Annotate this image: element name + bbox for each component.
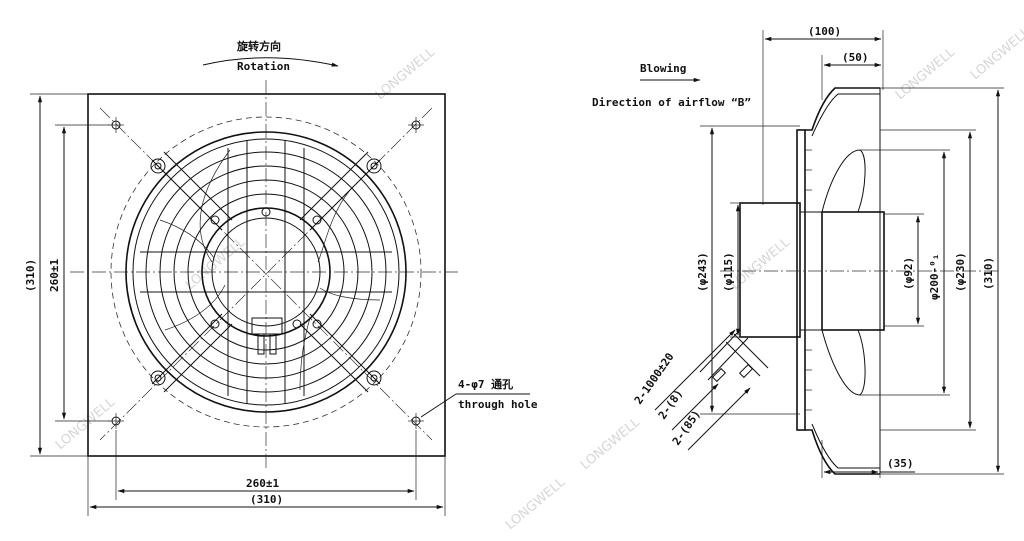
watermark-text: LONGWELL (183, 235, 249, 293)
rotation-label-en: Rotation (237, 60, 290, 73)
dim-height-310: (310) (982, 257, 995, 290)
dim-width-holes: 260±1 (246, 477, 279, 490)
watermark-text: LONGWELL (578, 415, 644, 473)
side-view: Blowing Direction of airflow “B” (592, 25, 1004, 478)
cable-gland (699, 329, 769, 383)
arm-bolts (150, 158, 382, 386)
rotation-arrow (202, 57, 339, 67)
front-view: 旋转方向 Rotation (310) 260±1 260±1 (310) 4-… (24, 39, 538, 516)
dim-depth-50: (50) (842, 51, 869, 64)
mounting-plate (87, 93, 446, 457)
dim-height-outer: (310) (24, 259, 37, 292)
dim-dia-230: (φ230) (954, 252, 967, 292)
dim-depth-100: (100) (808, 25, 841, 38)
mounting-holes (108, 117, 424, 429)
watermark-text: LONGWELL (503, 475, 569, 533)
dim-dia-200: φ200-⁰₁ (928, 254, 941, 300)
dim-dia-115: (φ115) (722, 252, 735, 292)
watermark-text: LONGWELL (893, 45, 959, 103)
support-arms (151, 151, 381, 393)
guard-ribs (805, 149, 812, 411)
rotation-label-cn: 旋转方向 (236, 39, 281, 53)
hole-note-en: through hole (458, 398, 538, 411)
dim-width-outer: (310) (250, 493, 283, 506)
terminal-box (251, 317, 283, 355)
dim-dia-243: (φ243) (696, 252, 709, 292)
watermark-text: LONGWELL (968, 25, 1024, 83)
hole-note-cn: 4-φ7 通孔 (458, 378, 513, 391)
dim-depth-35: (35) (887, 457, 914, 470)
watermark-text: LONGWELL (53, 395, 119, 453)
blade-upper (821, 149, 866, 213)
blowing-label: Blowing (640, 62, 686, 75)
dim-dia-92: (φ92) (902, 257, 915, 290)
blade-lower (821, 329, 866, 396)
fan-blades (159, 149, 381, 391)
airflow-label: Direction of airflow “B” (592, 96, 751, 109)
dim-height-holes: 260±1 (48, 259, 61, 292)
